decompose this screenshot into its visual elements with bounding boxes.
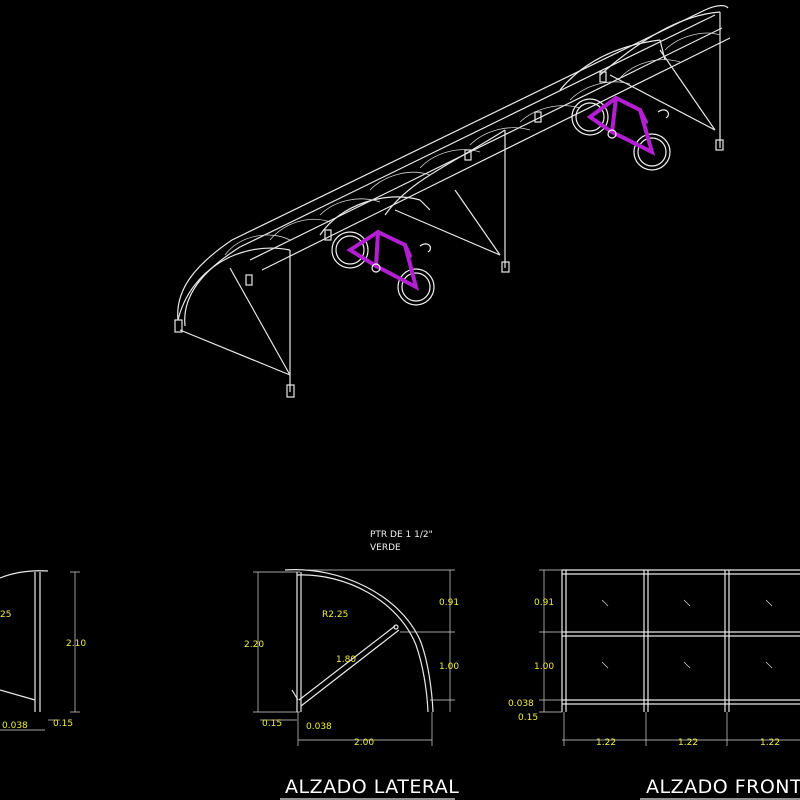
base-width-label: 0.15 (262, 719, 282, 729)
bay-width-label: 1.22 (678, 738, 698, 748)
partial-lateral-view (0, 570, 80, 731)
radius-label: 25 (0, 610, 11, 620)
base-width-label: 0.15 (518, 713, 538, 723)
bicycle-icon (331, 229, 435, 306)
bicycle-icon (571, 95, 671, 171)
strut-length-label: 1.80 (336, 655, 356, 665)
lateral-elevation (253, 569, 455, 746)
frontal-elevation (539, 569, 800, 746)
base-offset-label: 0.038 (2, 721, 28, 731)
base-width-label: 0.15 (53, 719, 73, 729)
base-offset-label: 0.038 (508, 699, 534, 709)
bay-width-label: 1.22 (596, 738, 616, 748)
lateral-elevation-title: ALZADO LATERAL (285, 776, 459, 798)
bay-width-label: 1.22 (760, 738, 780, 748)
frontal-elevation-title: ALZADO FRONTA (646, 776, 800, 798)
height-label: 2.20 (244, 640, 264, 650)
material-note-line2: VERDE (370, 543, 401, 553)
mid-segment-label: 1.00 (439, 662, 459, 672)
total-width-label: 2.00 (354, 738, 374, 748)
isometric-shelter (174, 5, 731, 398)
radius-label: R2.25 (322, 610, 348, 620)
mid-segment-label: 1.00 (534, 662, 554, 672)
top-segment-label: 0.91 (439, 598, 459, 608)
material-note-line1: PTR DE 1 1/2" (370, 530, 433, 540)
top-segment-label: 0.91 (534, 598, 554, 608)
height-label: 2.10 (66, 639, 86, 649)
base-offset-label: 0.038 (306, 722, 332, 732)
